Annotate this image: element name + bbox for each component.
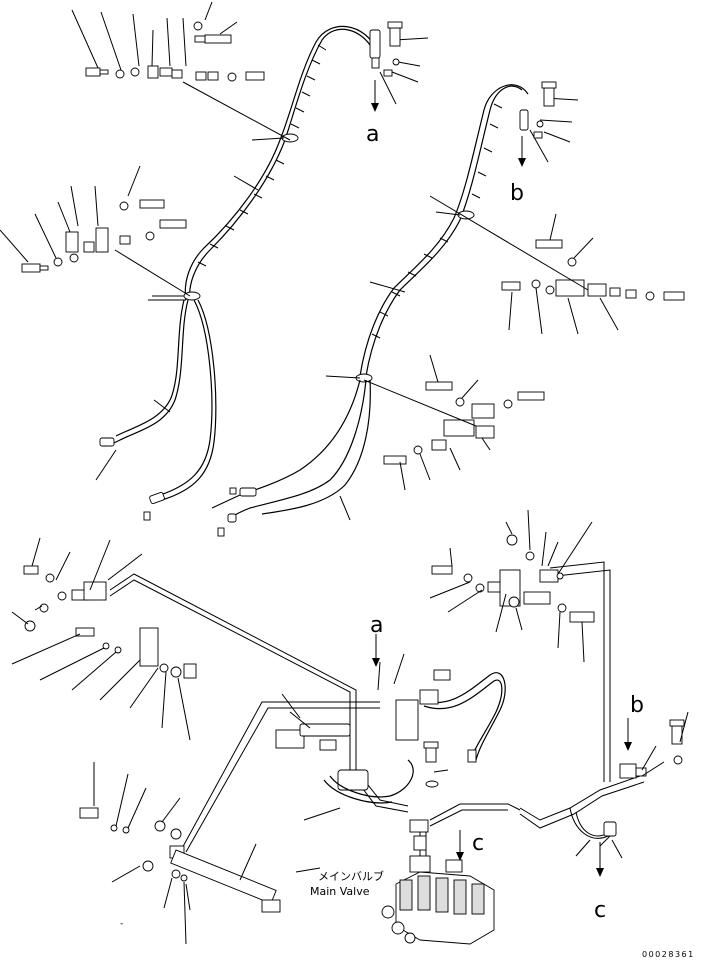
lower-right-piping bbox=[429, 509, 689, 877]
bracket-set-mid-left bbox=[21, 199, 187, 273]
bracket-set-right bbox=[501, 239, 685, 301]
hose-assembly-left bbox=[0, 1, 429, 521]
callout-c-left: c bbox=[472, 831, 484, 856]
main-valve-label-jp: メインバルブ bbox=[318, 869, 384, 883]
main-valve-label-en: Main Valve bbox=[310, 885, 370, 898]
bracket-set-mid-right bbox=[383, 381, 545, 465]
callout-a-bottom: a bbox=[370, 613, 383, 638]
lower-left-piping: - bbox=[11, 537, 380, 945]
callout-b-bottom: b bbox=[630, 693, 644, 718]
drawing-number: 00028361 bbox=[642, 950, 695, 959]
valve-area bbox=[275, 634, 521, 945]
bracket-set-lower-left bbox=[23, 565, 197, 679]
bracket-set-bottom-left bbox=[79, 807, 281, 913]
hose-assembly-right bbox=[211, 81, 685, 537]
svg-text:-: - bbox=[120, 919, 123, 929]
callout-b-top: b bbox=[510, 181, 524, 206]
callout-a-top: a bbox=[366, 122, 379, 147]
main-valve-body bbox=[381, 855, 495, 945]
callout-c-right: c bbox=[594, 898, 606, 923]
bracket-set-lower-right bbox=[431, 534, 685, 765]
bracket-set-top-left bbox=[85, 21, 265, 82]
